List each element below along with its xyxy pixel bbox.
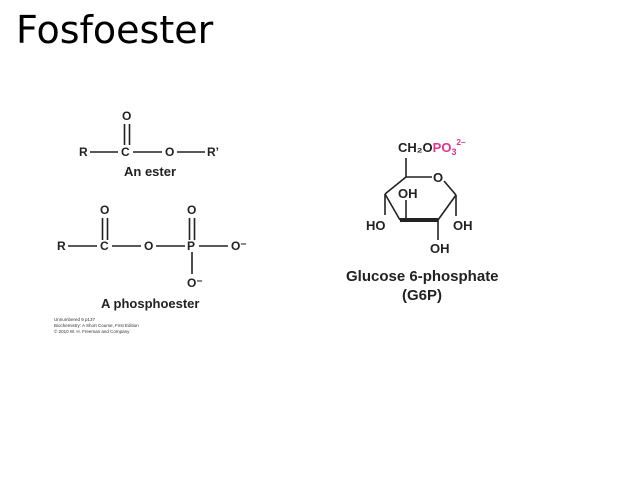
- g6p-oh-right: OH: [453, 218, 473, 233]
- phosphoester-bridge-oxygen: O: [144, 239, 153, 253]
- phosphoester-carbonyl-oxygen: O: [100, 203, 109, 217]
- g6p-po3-subscript: 3: [451, 147, 456, 157]
- ester-r-group: R: [79, 145, 88, 159]
- g6p-bond-c2-c1: [437, 194, 457, 221]
- g6p-po3: PO: [433, 140, 452, 155]
- credit-line: Unnumbered 9 p137: [54, 317, 96, 322]
- g6p-ring-oxygen: O: [433, 170, 443, 185]
- phosphoester-bottom-oxide: O⁻: [187, 276, 203, 290]
- g6p-bond-o-c1: [443, 180, 457, 196]
- g6p-caption-line1: Glucose 6-phosphate: [346, 268, 499, 285]
- credit-line: © 2010 W. H. Freeman and Company: [54, 328, 130, 334]
- phosphoester-r-group: R: [57, 239, 66, 253]
- g6p-ho-left: HO: [366, 218, 386, 233]
- g6p-charge: 2−: [456, 138, 465, 147]
- glucose-6-phosphate-structure: CH₂OPO32− O OH HO OH OH Glucose 6-phosph…: [346, 138, 499, 304]
- ester-oxygen: O: [165, 145, 174, 159]
- g6p-ch2o: CH₂O: [398, 140, 433, 155]
- g6p-bond-c4-c3: [384, 193, 401, 221]
- credit-line: Biochemistry: A Short Course, First Edit…: [54, 323, 139, 328]
- ester-carbon: C: [121, 145, 130, 159]
- ester-r-prime-group: R’: [207, 145, 219, 159]
- page-title: Fosfoester: [16, 8, 214, 52]
- g6p-bond-c5-c4: [384, 176, 407, 195]
- phosphoester-carbon: C: [100, 239, 109, 253]
- figure-credits: Unnumbered 9 p137 Biochemistry: A Short …: [54, 317, 139, 334]
- g6p-caption-line2: (G6P): [402, 287, 442, 304]
- phosphoester-right-oxide: O⁻: [231, 239, 247, 253]
- phosphoester-phosphorus: P: [187, 239, 195, 253]
- g6p-oh-bottom: OH: [430, 241, 450, 256]
- g6p-ch2o-label: CH₂OPO32−: [398, 138, 466, 157]
- ester-caption: An ester: [124, 164, 176, 179]
- phosphoester-structure: O O R C O P O⁻ O⁻ A phosphoester: [57, 203, 247, 311]
- ester-carbonyl-oxygen: O: [122, 109, 131, 123]
- phosphoester-po-oxygen: O: [187, 203, 196, 217]
- ester-structure: O R C O R’ An ester: [79, 109, 219, 179]
- phosphoester-caption: A phosphoester: [101, 296, 199, 311]
- g6p-oh-top: OH: [398, 186, 418, 201]
